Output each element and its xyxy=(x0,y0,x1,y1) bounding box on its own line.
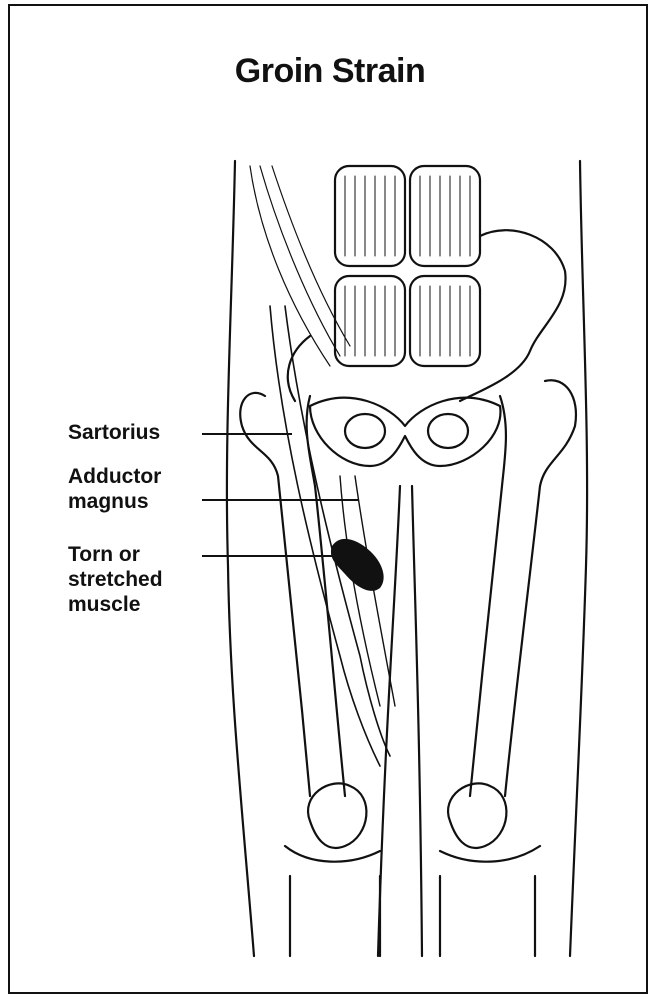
inner-thigh-line-right xyxy=(412,486,422,956)
kneecap-left xyxy=(308,783,366,848)
adductor-magnus-muscle xyxy=(340,476,395,706)
torn-muscle-area xyxy=(331,539,384,591)
sartorius-muscle xyxy=(270,306,380,766)
label-sartorius: Sartorius xyxy=(68,420,160,445)
obturator-foramen-left xyxy=(345,414,385,448)
knee-right xyxy=(440,846,540,956)
figure-frame: Groin Strain xyxy=(8,4,648,994)
femur-right-inner xyxy=(470,396,506,796)
knee-left xyxy=(285,846,380,956)
pelvis-right-wing xyxy=(460,230,566,401)
pelvis-body xyxy=(310,398,500,466)
body-outline-right xyxy=(570,161,587,956)
inner-thigh-line-left xyxy=(378,486,400,956)
label-adductor-magnus: Adductor magnus xyxy=(68,464,161,514)
body-outline-left xyxy=(227,161,254,956)
femur-left xyxy=(240,393,310,796)
rectus-abdominis xyxy=(335,166,480,366)
label-torn-muscle: Torn or stretched muscle xyxy=(68,542,163,617)
kneecap-right xyxy=(448,783,506,848)
femur-right xyxy=(505,380,576,796)
obturator-foramen-right xyxy=(428,414,468,448)
